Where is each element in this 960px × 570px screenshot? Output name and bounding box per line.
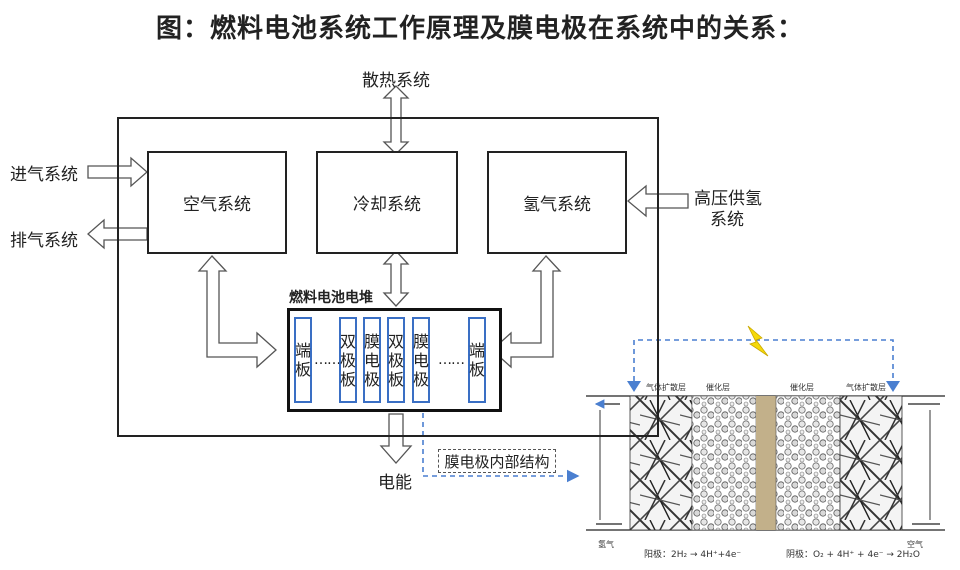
diagram-title: 图：燃料电池系统工作原理及膜电极在系统中的关系： <box>155 14 804 44</box>
intake-system-label: 进气系统 <box>10 165 78 185</box>
power-output-arrow <box>379 413 413 464</box>
hydrogen-supply-label-line1: 高压供氢 <box>694 189 762 209</box>
mea-cross-section <box>586 395 945 531</box>
end-plate-right: 端板 <box>468 317 486 403</box>
catalyst-right-label: 催化层 <box>790 383 814 392</box>
mea-plate-1: 膜电极 <box>363 317 381 403</box>
hydrogen-inlet-label: 氢气 <box>598 540 614 549</box>
gdl-right-label: 气体扩散层 <box>846 383 886 392</box>
air-system-label: 空气系统 <box>183 195 251 215</box>
hydrogen-system-box: 氢气系统 <box>487 151 627 254</box>
hydrogen-supply-label-line2: 系统 <box>710 210 744 230</box>
heat-system-label: 散热系统 <box>362 71 430 91</box>
cooling-stack-arrow <box>382 250 410 307</box>
bipolar-plate-2: 双极板 <box>387 317 405 403</box>
hydrogen-system-label: 氢气系统 <box>523 195 591 215</box>
power-output-label: 电能 <box>378 473 412 493</box>
catalyst-left-label: 催化层 <box>706 383 730 392</box>
air-system-box: 空气系统 <box>147 151 287 254</box>
bipolar-plate-1: 双极板 <box>339 317 357 403</box>
anode-equation: 阳极：2H₂ → 4H⁺+4e⁻ <box>644 550 742 560</box>
air-inlet-label: 空气 <box>907 540 923 549</box>
stack-ellipsis-right: …… <box>438 352 465 368</box>
external-circuit-dash <box>633 339 894 390</box>
lightning-icon <box>747 325 769 357</box>
end-plate-left: 端板 <box>294 317 312 403</box>
air-stack-arrow <box>197 255 277 369</box>
fuel-cell-system-frame <box>117 117 659 437</box>
heat-exchange-arrow <box>382 85 410 155</box>
stack-ellipsis-left: …… <box>314 352 341 368</box>
gdl-left-label: 气体扩散层 <box>646 383 686 392</box>
stack-title: 燃料电池电堆 <box>289 290 373 306</box>
cooling-system-box: 冷却系统 <box>316 151 458 254</box>
exhaust-system-label: 排气系统 <box>10 231 78 251</box>
cooling-system-label: 冷却系统 <box>353 195 421 215</box>
mea-structure-label: 膜电极内部结构 <box>438 449 556 473</box>
cathode-equation: 阴极：O₂ + 4H⁺ + 4e⁻ → 2H₂O <box>786 550 920 560</box>
mea-plate-2: 膜电极 <box>412 317 430 403</box>
